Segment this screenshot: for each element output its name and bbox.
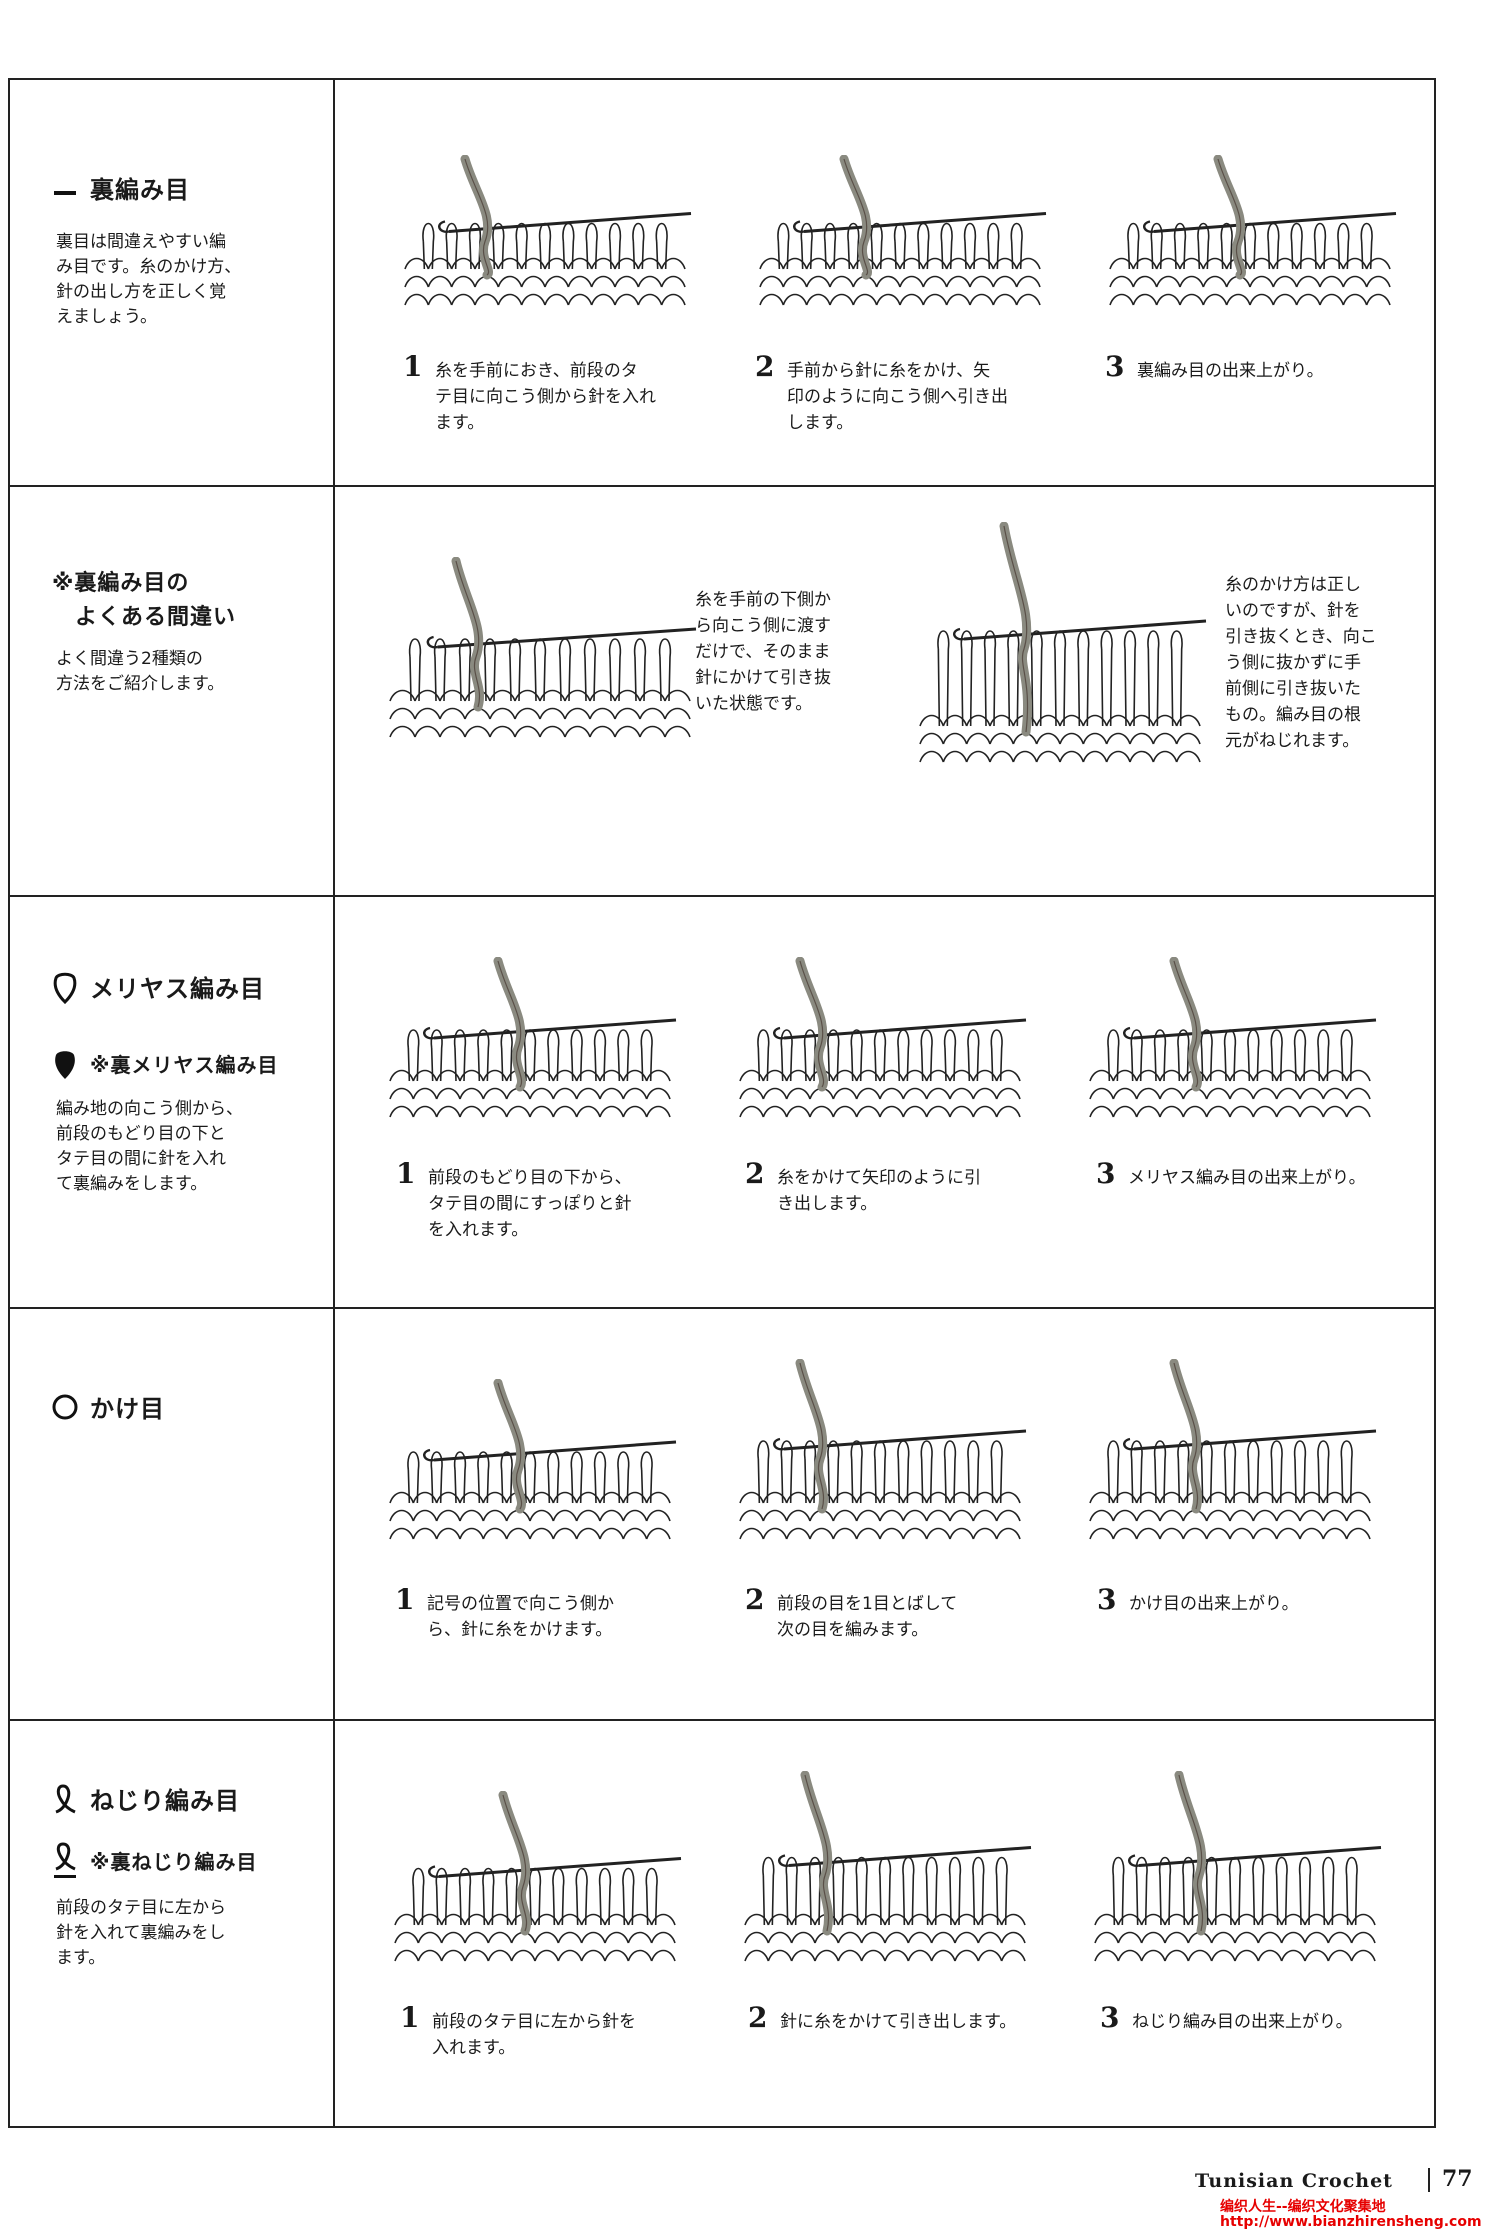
knit-illustration xyxy=(759,155,1047,306)
teardrop-filled-icon xyxy=(52,1047,78,1086)
row-stockinette-stitch: メリヤス編み目 ※裏メリヤス編み目 編み地の向こう側から、 前段のもどり目の下と… xyxy=(10,895,1434,1307)
teardrop-outline-icon xyxy=(52,970,78,1010)
circle-outline-icon xyxy=(52,1392,78,1428)
mistake-note-2: 糸のかけ方は正し いのですが、針を 引き抜くとき、向こ う側に抜かずに手 前側に… xyxy=(1225,575,1377,751)
row-twisted-stitch: ねじり編み目 ※裏ねじり編み目 前段のタテ目に左から 針を入れて裏編みをし ます… xyxy=(10,1719,1434,2126)
knit-illustration xyxy=(1094,1771,1382,1962)
knit-illustration xyxy=(389,1379,677,1540)
section-description: 編み地の向こう側から、 前段のもどり目の下と タテ目の間に針を入れ て裏編みをし… xyxy=(56,1099,243,1194)
book-title: Tunisian Crochet xyxy=(1195,2170,1393,2192)
row-purl-stitch: 裏編み目 裏目は間違えやすい編 み目です。糸のかけ方、 針の出し方を正しく覚 え… xyxy=(10,80,1434,485)
section-description: 前段のタテ目に左から 針を入れて裏編みをし ます。 xyxy=(56,1898,226,1968)
knit-illustration xyxy=(739,957,1027,1118)
twist-loop-underline-icon xyxy=(52,1841,78,1886)
watermark-url[interactable]: http://www.bianzhirensheng.com xyxy=(1220,2214,1482,2230)
section-description: よく間違う2種類の 方法をご紹介します。 xyxy=(56,649,225,694)
knit-illustration xyxy=(744,1771,1032,1962)
row-label-cell: メリヤス編み目 ※裏メリヤス編み目 編み地の向こう側から、 前段のもどり目の下と… xyxy=(10,897,335,1307)
knit-illustration xyxy=(389,957,677,1118)
twist-loop-icon xyxy=(52,1782,78,1822)
section-description: 裏目は間違えやすい編 み目です。糸のかけ方、 針の出し方を正しく覚 えましょう。 xyxy=(56,232,242,327)
knit-illustration xyxy=(389,557,697,738)
illustration-cell: 糸を手前の下側か ら向こう側に渡す だけで、そのまま 針にかけて引き抜 いた状態… xyxy=(335,487,1434,895)
row-label-cell: ねじり編み目 ※裏ねじり編み目 前段のタテ目に左から 針を入れて裏編みをし ます… xyxy=(10,1721,335,2126)
page-number: 77 xyxy=(1442,2166,1473,2192)
knit-illustration xyxy=(919,522,1207,763)
section-title: 裏編み目 xyxy=(52,170,190,205)
footer-divider xyxy=(1428,2168,1430,2192)
knit-illustration xyxy=(739,1359,1027,1540)
knit-illustration xyxy=(1089,957,1377,1118)
section-title: ※裏編み目の よくある間違い xyxy=(52,571,237,630)
knit-illustration xyxy=(394,1791,682,1962)
row-label-cell: かけ目 xyxy=(10,1309,335,1719)
row-common-mistakes: ※裏編み目の よくある間違い よく間違う2種類の 方法をご紹介します。 糸を手前… xyxy=(10,485,1434,895)
section-title: ねじり編み目 xyxy=(52,1781,240,1822)
section-title: メリヤス編み目 xyxy=(52,969,265,1010)
knit-illustration xyxy=(1089,1359,1377,1540)
section-subtitle: ※裏メリヤス編み目 xyxy=(52,1047,278,1086)
knit-illustration xyxy=(404,155,692,306)
row-label-cell: ※裏編み目の よくある間違い よく間違う2種類の 方法をご紹介します。 xyxy=(10,487,335,895)
watermark-text: 编织人生--编织文化聚集地 xyxy=(1220,2199,1386,2215)
section-subtitle: ※裏ねじり編み目 xyxy=(52,1841,257,1886)
mistake-note-1: 糸を手前の下側か ら向こう側に渡す だけで、そのまま 針にかけて引き抜 いた状態… xyxy=(695,590,831,714)
dash-icon xyxy=(52,177,78,205)
knit-illustration xyxy=(1109,155,1397,306)
section-title: かけ目 xyxy=(52,1389,165,1428)
row-label-cell: 裏編み目 裏目は間違えやすい編 み目です。糸のかけ方、 針の出し方を正しく覚 え… xyxy=(10,80,335,485)
instruction-table: 裏編み目 裏目は間違えやすい編 み目です。糸のかけ方、 針の出し方を正しく覚 え… xyxy=(8,78,1436,2128)
